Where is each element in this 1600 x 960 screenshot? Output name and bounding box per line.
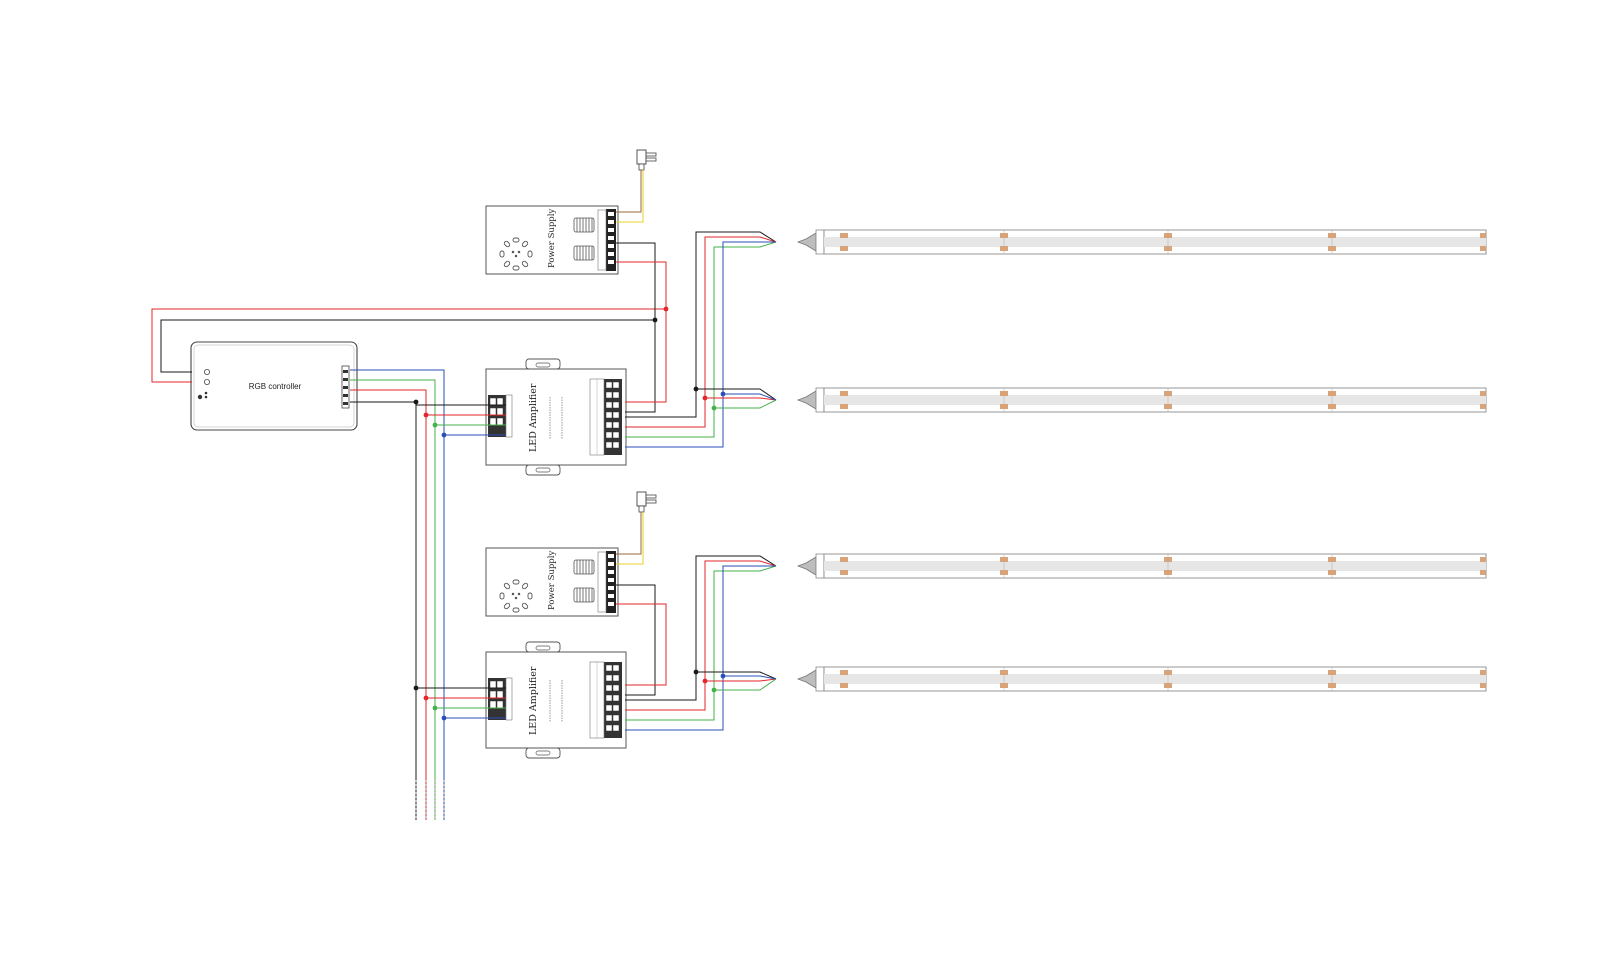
power-supply-2: Power Supply <box>485 491 657 617</box>
controller-label: RGB controller <box>249 382 302 391</box>
power-supply-1: Power Supply <box>485 149 657 275</box>
led-strip-3 <box>797 553 1487 579</box>
led-strip-1 <box>797 229 1487 255</box>
power-supply-label: Power Supply <box>547 209 557 268</box>
junction-dots <box>413 306 726 721</box>
controller-power-jack-icon <box>197 391 208 400</box>
plug-icon <box>636 491 657 513</box>
wiring <box>151 170 777 820</box>
amplifier-label: LED Amplifier <box>528 666 539 735</box>
plug-icon <box>636 149 657 171</box>
rgb-controller: RGB controller <box>190 341 358 431</box>
led-strip-2 <box>797 387 1487 413</box>
power-supply-label: Power Supply <box>547 551 557 610</box>
led-amplifier-1: LED Amplifier <box>485 358 627 476</box>
amplifier-label: LED Amplifier <box>528 383 539 452</box>
led-amplifier-2: LED Amplifier <box>485 641 627 759</box>
led-strip-4 <box>797 666 1487 692</box>
